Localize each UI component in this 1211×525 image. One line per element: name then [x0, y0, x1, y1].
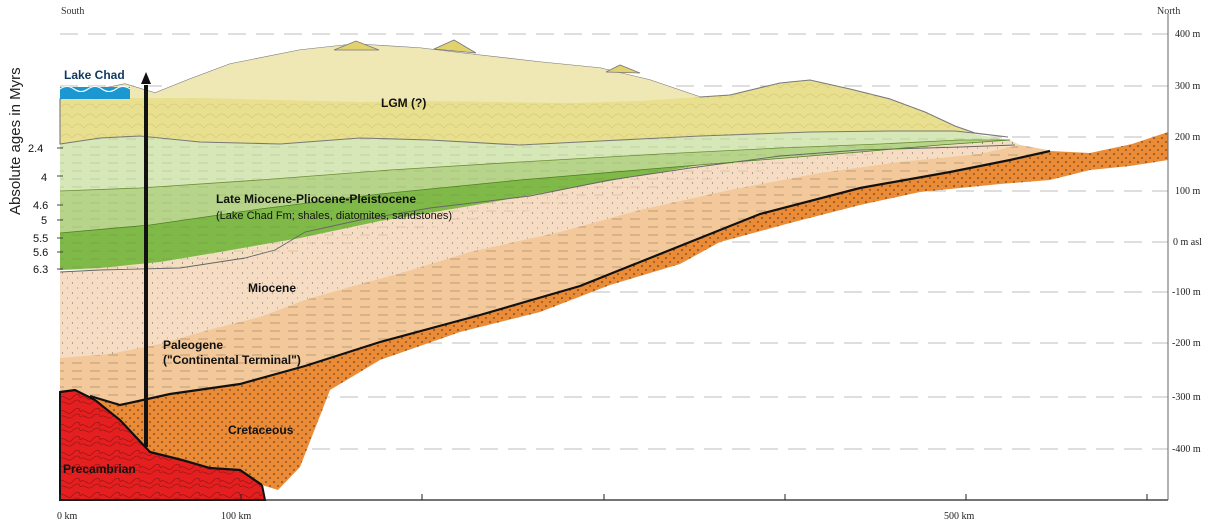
paleogene-label: Paleogene [163, 338, 223, 352]
miocene-label: Miocene [248, 281, 296, 295]
borehole-arrow [141, 72, 151, 84]
dune-right [605, 64, 641, 74]
age-tick-4-6: 4.6 [33, 200, 48, 212]
plio-boundary-2 [59, 139, 1011, 234]
continental-terminal-label: ("Continental Terminal") [163, 353, 301, 367]
cretaceous-texture [75, 132, 1168, 490]
major-boundaries [59, 139, 1051, 486]
age-tick-4: 4 [41, 172, 47, 184]
age-tick-5-5: 5.5 [33, 233, 48, 245]
elevation-100: 100 m [1175, 186, 1201, 197]
elevation-200: 200 m [1175, 132, 1201, 143]
cretaceous-top-boundary [59, 388, 263, 486]
plio-subtitle: (Lake Chad Fm; shales, diatomites, sands… [216, 210, 452, 222]
lgm-label: LGM (?) [381, 96, 426, 110]
plio-boundary-1 [59, 139, 1010, 192]
elevation-minus-300: -300 m [1172, 392, 1201, 403]
paleogene-texture [60, 145, 1048, 405]
distance-axis [59, 494, 1168, 501]
lake-water [60, 87, 130, 99]
plio-title: Late Miocene-Pliocene-Pleistocene [216, 192, 416, 206]
cretaceous-label: Cretaceous [228, 423, 294, 437]
age-tick-2-4: 2.4 [28, 143, 43, 155]
elevation-minus-200: -200 m [1172, 338, 1201, 349]
lake-chad-label: Lake Chad [64, 68, 125, 82]
age-tick-5: 5 [41, 215, 47, 227]
south-label: South [61, 6, 84, 17]
lake-waves [59, 85, 131, 93]
age-tick-6-3: 6.3 [33, 264, 48, 276]
miocene-paleogene-boundary [59, 144, 1016, 273]
elevation-400: 400 m [1175, 29, 1201, 40]
distance-500-km: 500 km [944, 511, 975, 522]
lgm-upper-band [60, 44, 700, 103]
north-label: North [1157, 6, 1180, 17]
basement-boundary [89, 149, 1051, 407]
precambrian-label: Precambrian [63, 462, 136, 476]
miocene-lower-wedge-texture [60, 145, 1020, 358]
dune-middle [432, 39, 477, 54]
strata-layers [59, 39, 1168, 501]
borehole [141, 72, 151, 447]
y-axis-title: Absolute ages in Myrs [7, 67, 24, 215]
distance-100-km: 100 km [221, 511, 252, 522]
elevation-0: 0 m asl [1173, 237, 1202, 248]
elevation-minus-400: -400 m [1172, 444, 1201, 455]
elevation-300: 300 m [1175, 81, 1201, 92]
elevation-minus-100: -100 m [1172, 287, 1201, 298]
age-axis [57, 147, 63, 270]
dune-left [333, 40, 380, 51]
precambrian-texture [60, 390, 265, 500]
age-tick-5-6: 5.6 [33, 247, 48, 259]
distance-0-km: 0 km [57, 511, 78, 522]
